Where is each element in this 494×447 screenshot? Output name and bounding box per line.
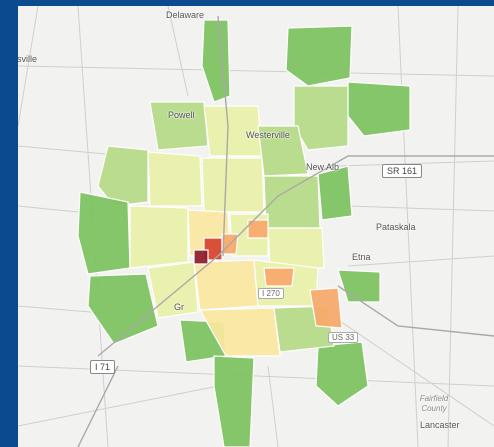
- road-shield-i71: I 71: [90, 360, 116, 374]
- place-label-fairfield-county: Fairfield County: [419, 394, 449, 413]
- place-label-delaware: Delaware: [166, 10, 205, 20]
- place-label-lancaster: Lancaster: [420, 420, 460, 430]
- place-label-pataskala: Pataskala: [376, 222, 416, 232]
- place-label-etna: Etna: [352, 252, 371, 262]
- map-canvas[interactable]: [18, 6, 494, 447]
- tract-polygon[interactable]: [201, 19, 231, 103]
- place-label-new-albany: New Alb: [306, 162, 340, 172]
- tract-polygon[interactable]: [87, 273, 159, 345]
- tract-polygon[interactable]: [198, 307, 281, 357]
- tract-polygon[interactable]: [77, 191, 131, 275]
- choropleth-map[interactable]: Delaware sville Powell Westerville New A…: [18, 6, 494, 447]
- road-shield-us33: US 33: [328, 332, 359, 343]
- tract-polygon[interactable]: [149, 101, 209, 151]
- tract-polygon[interactable]: [129, 205, 189, 269]
- place-label-grove-city: Gr: [174, 302, 184, 312]
- tract-polygon[interactable]: [347, 81, 411, 137]
- tract-polygon[interactable]: [337, 269, 381, 303]
- place-label-powell: Powell: [168, 110, 195, 120]
- tract-polygon[interactable]: [247, 219, 269, 239]
- tract-polygon[interactable]: [147, 261, 199, 319]
- tract-polygon[interactable]: [213, 355, 255, 447]
- tract-polygon[interactable]: [285, 25, 353, 87]
- tract-polygon[interactable]: [147, 151, 203, 207]
- tract-polygon[interactable]: [193, 249, 209, 265]
- tract-polygon[interactable]: [315, 341, 369, 407]
- place-label-westerville: Westerville: [246, 130, 290, 140]
- tract-polygon[interactable]: [317, 165, 353, 221]
- road-shield-i270: I 270: [258, 288, 284, 299]
- tract-polygon[interactable]: [263, 267, 295, 287]
- place-label-marysville: sville: [18, 54, 38, 64]
- tract-polygon[interactable]: [267, 227, 325, 269]
- tract-polygon[interactable]: [201, 157, 265, 213]
- highways: [77, 15, 494, 447]
- tract-polygons[interactable]: [77, 19, 411, 447]
- road-shield-sr161: SR 161: [382, 164, 423, 178]
- tract-polygon[interactable]: [97, 145, 149, 207]
- tract-polygon[interactable]: [293, 85, 349, 151]
- tract-polygon[interactable]: [309, 287, 343, 329]
